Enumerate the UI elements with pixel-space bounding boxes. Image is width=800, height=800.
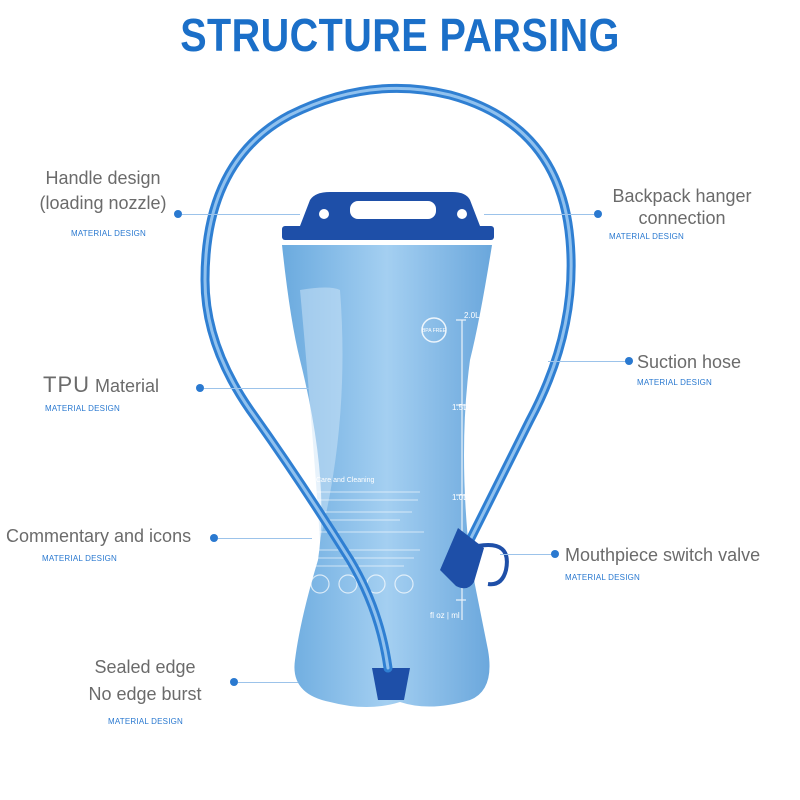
handle-line2: (loading nozzle) [39,193,167,213]
valve-sub: MATERIAL DESIGN [565,573,641,582]
valve-leader [500,554,552,555]
tpu-text: Material [90,376,160,396]
bpa-badge-text: BPA FREE [422,328,447,334]
handle-design-label: Handle design (loading nozzle) [36,167,170,214]
hose-leader [548,361,626,362]
bottom-outlet [372,668,410,700]
sealed-line2: No edge burst [88,684,202,704]
care-icons [310,574,414,594]
handle-line1: Handle design [45,168,161,188]
top-seal-band [282,226,494,240]
hanger-dot [594,210,602,218]
hose-dot [625,357,633,365]
sealed-leader [238,682,298,683]
valve-dot [551,550,559,558]
hanger-leader [484,214,594,215]
sealed-dot [230,678,238,686]
bpa-badge [421,317,447,343]
handle-leader [182,214,300,215]
units-text: fl oz | ml [430,611,460,620]
scale-1-5l: 1.5L [452,403,468,412]
tpu-leader [204,388,309,389]
handle-sub: MATERIAL DESIGN [71,229,147,238]
tpu-dot [196,384,204,392]
care-heading: Care and Cleaning [316,477,374,484]
hanger-label: Backpack hanger connection [606,185,758,229]
hanger-sub: MATERIAL DESIGN [609,232,685,241]
bite-valve [440,528,509,589]
scale-1l: 1.0L [452,493,468,502]
sealed-edge-label: Sealed edge No edge burst [80,656,210,705]
commentary-leader [218,538,312,539]
commentary-sub: MATERIAL DESIGN [42,554,118,563]
handle-opening [350,201,436,219]
suction-hose-label: Suction hose [637,352,742,372]
bladder-gloss [300,287,343,540]
tpu-sub: MATERIAL DESIGN [45,404,121,413]
tpu-material-label: TPU Material [43,374,159,397]
valve-label: Mouthpiece switch valve [565,545,761,565]
handle-dot [174,210,182,218]
hanger-line1: Backpack hanger [612,186,752,206]
sealed-sub: MATERIAL DESIGN [108,717,184,726]
tpu-prefix: TPU [43,372,90,397]
scale-2l: 2.0L [464,311,480,320]
sealed-line1: Sealed edge [94,657,196,677]
hose-sub: MATERIAL DESIGN [637,378,713,387]
hanger-line2: connection [638,208,726,228]
care-text-lines [316,491,424,567]
commentary-dot [210,534,218,542]
page-title: STRUCTURE PARSING [180,9,620,61]
commentary-label: Commentary and icons [6,526,192,546]
